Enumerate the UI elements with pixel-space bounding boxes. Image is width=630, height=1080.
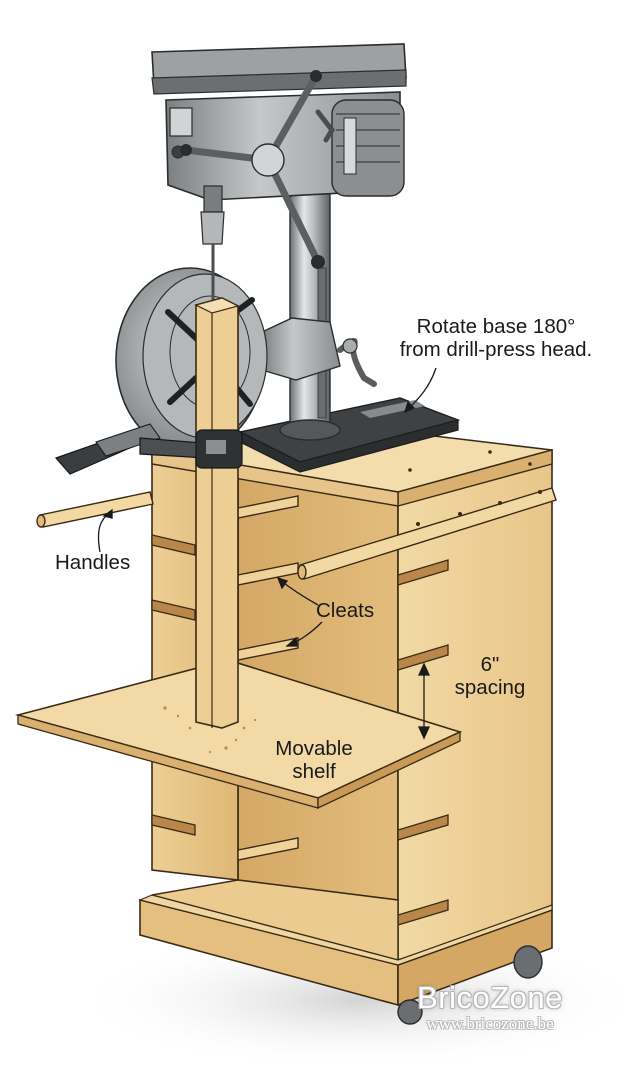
watermark-brand: BricoZone xyxy=(417,980,563,1015)
spacing-label: 6" spacing xyxy=(444,653,536,700)
depth-stop xyxy=(315,109,336,143)
cleats-label: Cleats xyxy=(316,599,375,622)
caster-wheels xyxy=(397,945,543,1025)
speed-display xyxy=(169,107,193,137)
workpiece-board xyxy=(195,297,239,729)
movable-shelf-label: Movable shelf xyxy=(262,737,366,784)
cabinet-right-side xyxy=(397,448,553,962)
spacing-value: 6" xyxy=(480,653,500,676)
base-frame-top xyxy=(138,894,553,966)
movable-shelf-line-1: Movable xyxy=(275,737,353,760)
screws xyxy=(408,450,542,526)
movable-shelf-line-2: shelf xyxy=(292,759,336,783)
rotate-base-line-1: Rotate base 180° xyxy=(416,315,576,338)
watermark-url: www.bricozone.be xyxy=(426,1014,554,1033)
spacing-word: spacing xyxy=(454,675,526,699)
sawdust xyxy=(163,706,257,754)
quill xyxy=(203,185,223,213)
handle-left xyxy=(36,491,154,528)
rotate-base-label: Rotate base 180° from drill-press head. xyxy=(372,315,620,362)
feed-hub xyxy=(251,143,285,177)
cleats xyxy=(237,495,299,861)
rotate-base-line-2: from drill-press head. xyxy=(399,337,593,361)
handles-label: Handles xyxy=(55,551,131,574)
chuck xyxy=(200,211,225,245)
bar-clamp xyxy=(54,423,243,475)
watermark: BricoZone www.bricozone.be xyxy=(390,980,590,1034)
left-panel-slots xyxy=(151,534,196,836)
handle-right xyxy=(297,487,557,580)
movable-shelf-edge-right xyxy=(317,730,461,810)
callout-arrows xyxy=(97,367,437,740)
